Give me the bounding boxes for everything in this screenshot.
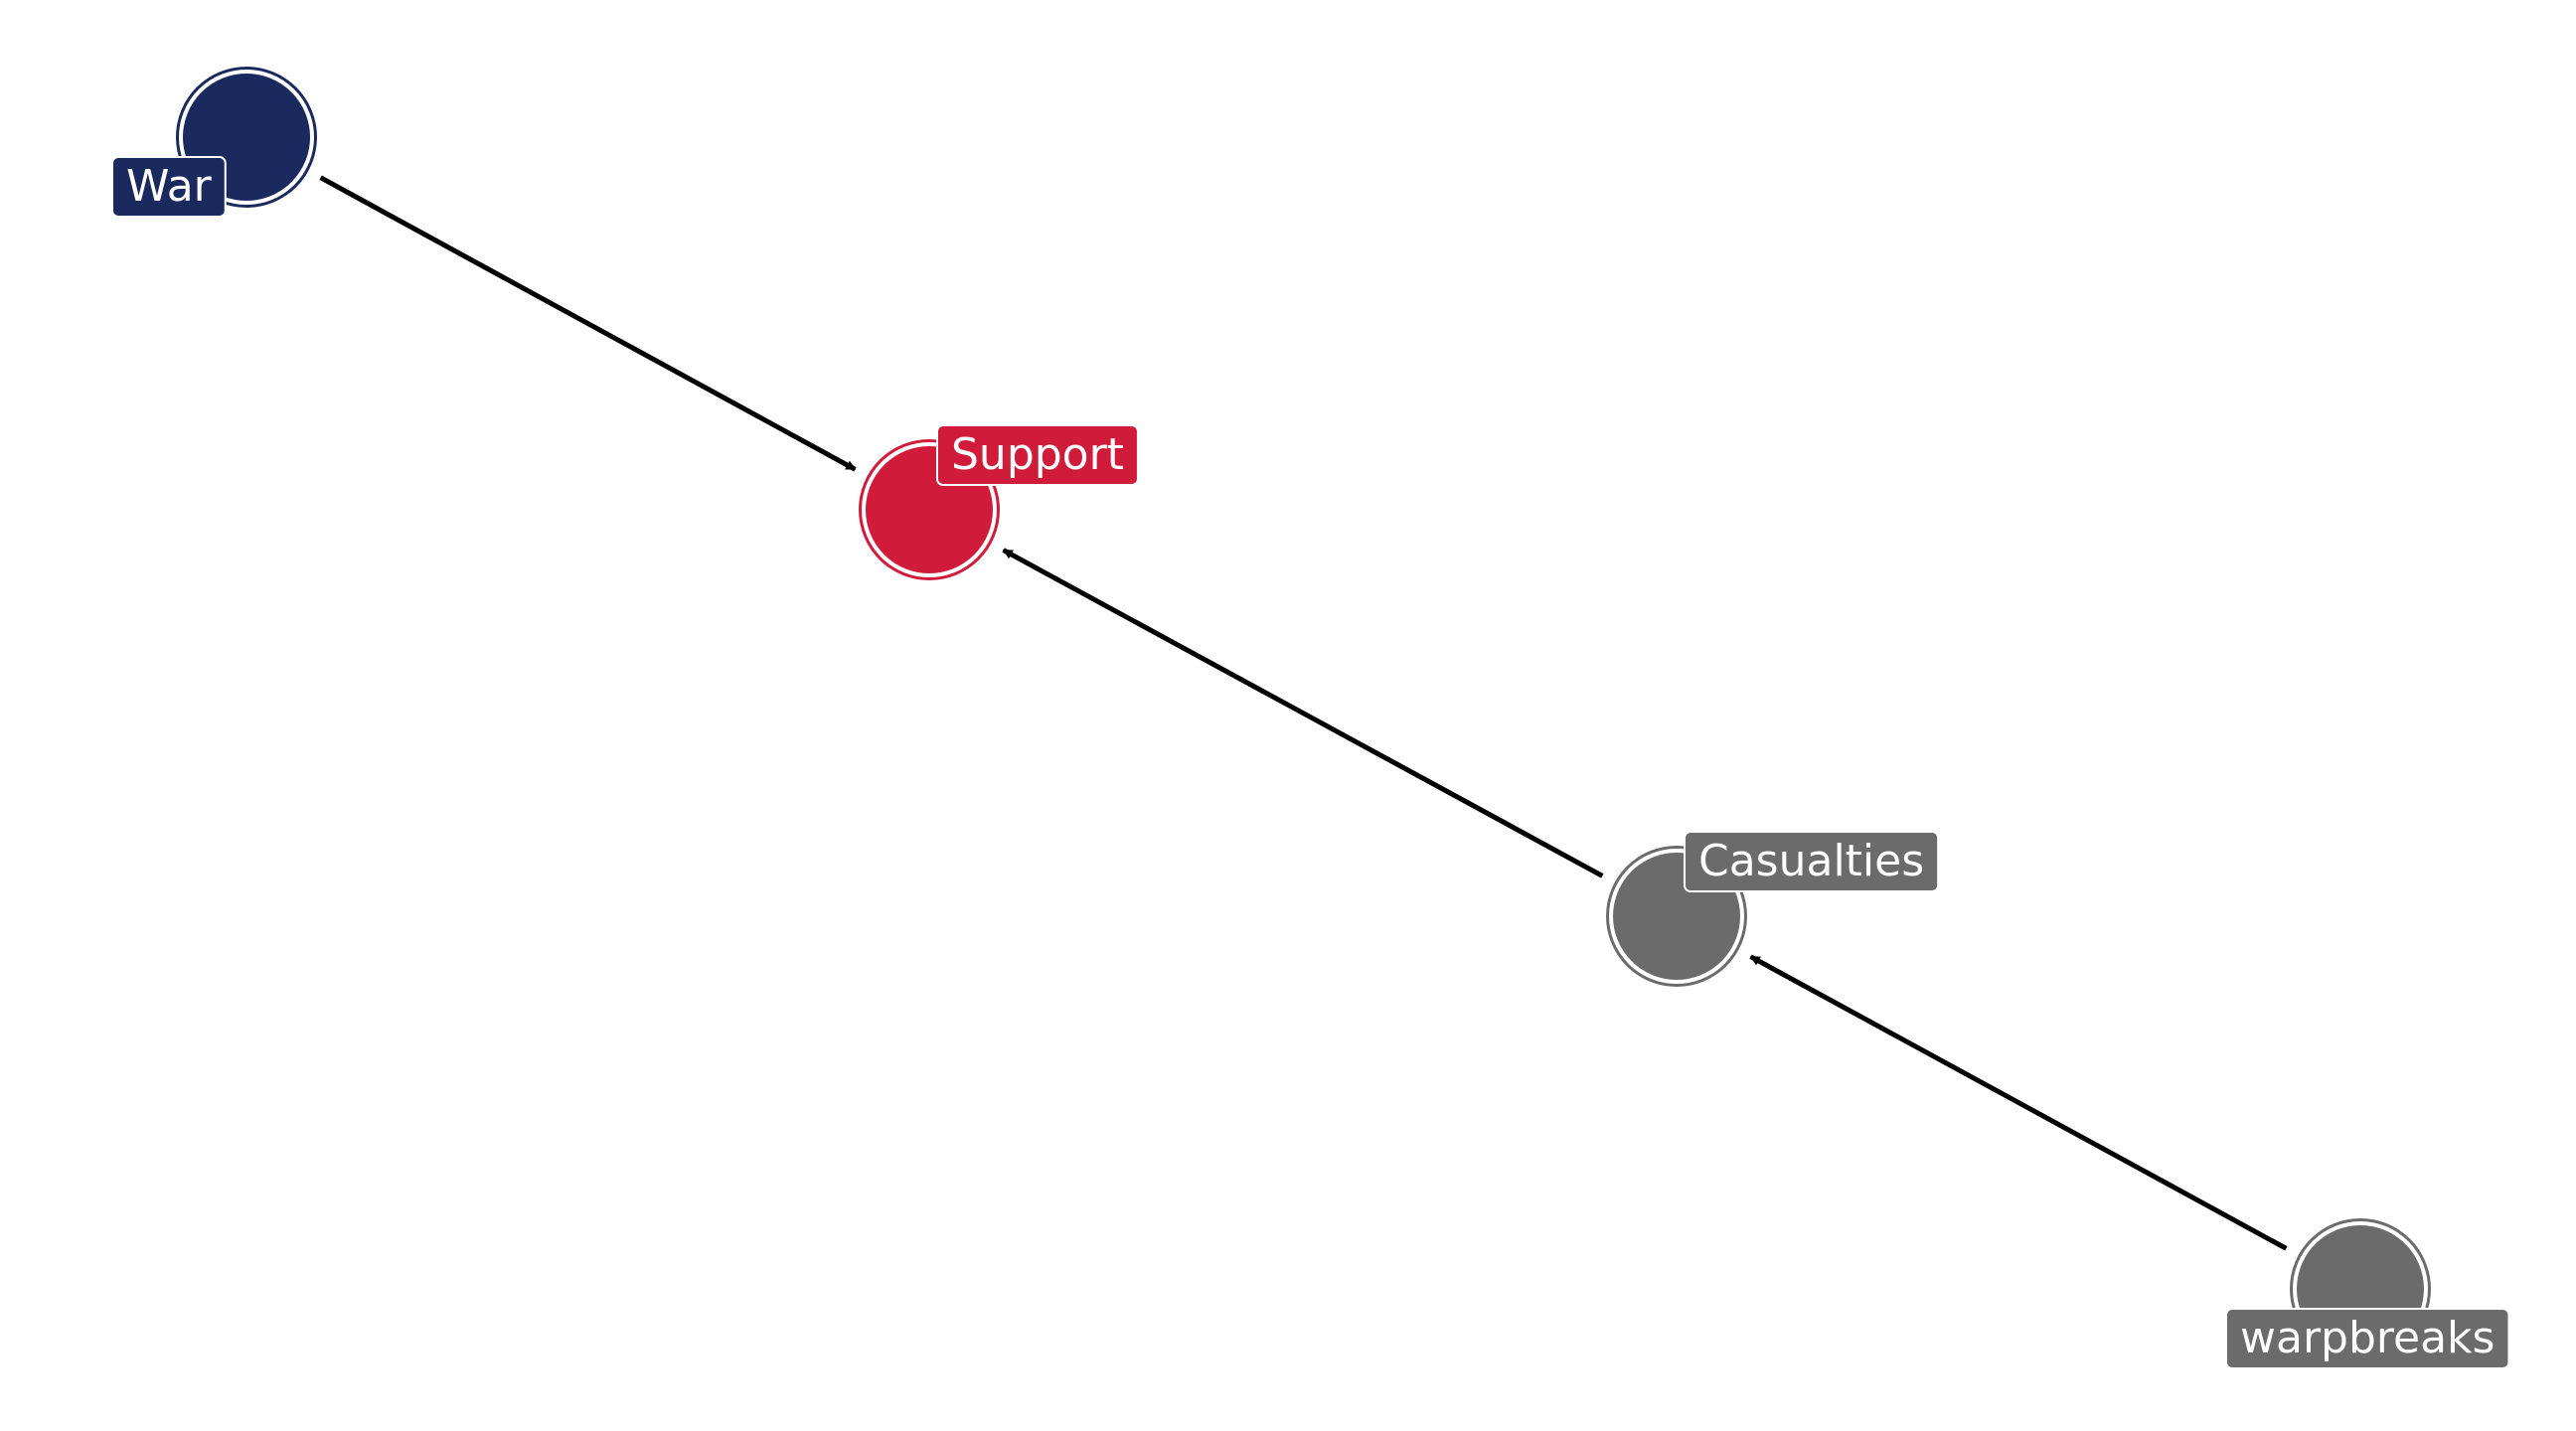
node-casualties: Casualties [1606,831,1940,987]
node-war: War [111,67,317,218]
node-warpbreaks: warpbreaks [2225,1218,2510,1369]
node-casualties-label: Casualties [1698,836,1924,886]
node-casualties-label-box [1684,831,1940,892]
edge-war-to-support [319,175,857,472]
node-warpbreaks-label-box [2225,1308,2510,1369]
node-support-label-box [936,424,1139,486]
edge-warpbreaks-to-casualties [1749,954,2288,1251]
node-war-label: War [126,161,213,212]
edge-casualties-to-support [1002,548,1604,878]
edges-layer [319,175,2288,1251]
node-warpbreaks-label: warpbreaks [2240,1313,2495,1363]
node-support: Support [859,424,1139,580]
node-support-label: Support [951,429,1124,480]
node-war-label-box [111,156,227,218]
